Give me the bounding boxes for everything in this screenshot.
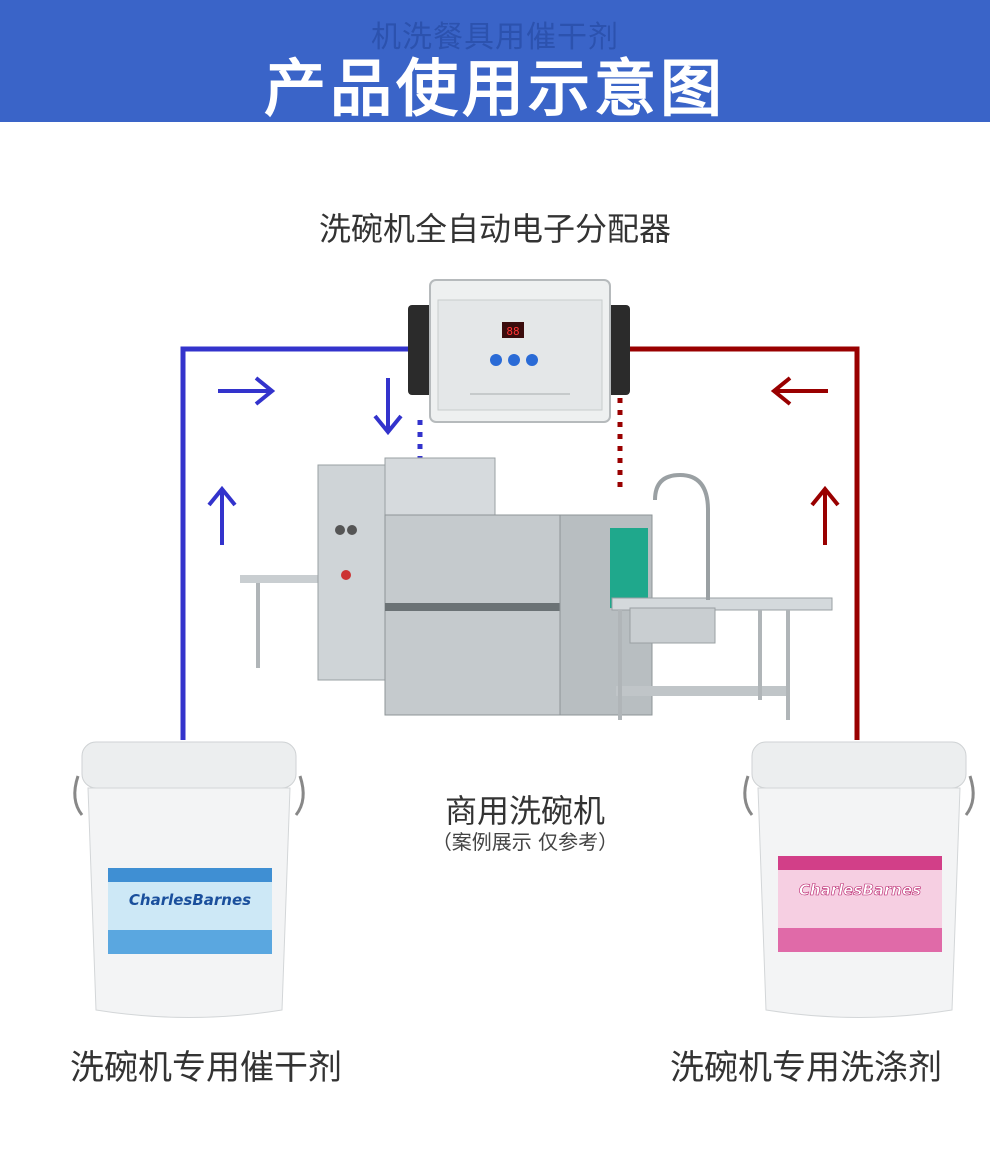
- svg-text:88: 88: [506, 325, 519, 338]
- machine-note: （案例展示 仅参考）: [431, 830, 619, 854]
- right-product-bucket: CharlesBarnes: [743, 741, 975, 1018]
- dispenser-device: 88: [408, 279, 630, 423]
- arrow-up-icon: [207, 485, 237, 545]
- left-product-label: 洗碗机专用催干剂: [70, 1048, 342, 1088]
- arrow-down-icon: [373, 378, 403, 436]
- machine-label: 商用洗碗机: [444, 792, 605, 830]
- dishwasher-machine: [240, 457, 833, 720]
- right-product-label: 洗碗机专用洗涤剂: [670, 1048, 942, 1088]
- dispenser-label: 洗碗机全自动电子分配器: [318, 210, 671, 248]
- right-brand-logo: CharlesBarnes: [799, 881, 921, 899]
- arrow-up-icon: [810, 485, 840, 545]
- header-banner: 机洗餐具用催干剂 产品使用示意图: [0, 0, 990, 125]
- arrow-right-icon: [218, 376, 276, 406]
- arrow-left-icon: [770, 376, 828, 406]
- left-product-bucket: CharlesBarnes: [73, 741, 305, 1018]
- header-subtitle: 机洗餐具用催干剂: [371, 20, 619, 55]
- left-feed-line: [180, 346, 423, 740]
- left-brand-logo: CharlesBarnes: [129, 891, 251, 909]
- page-title: 产品使用示意图: [263, 52, 726, 125]
- right-feed-line: [617, 346, 860, 740]
